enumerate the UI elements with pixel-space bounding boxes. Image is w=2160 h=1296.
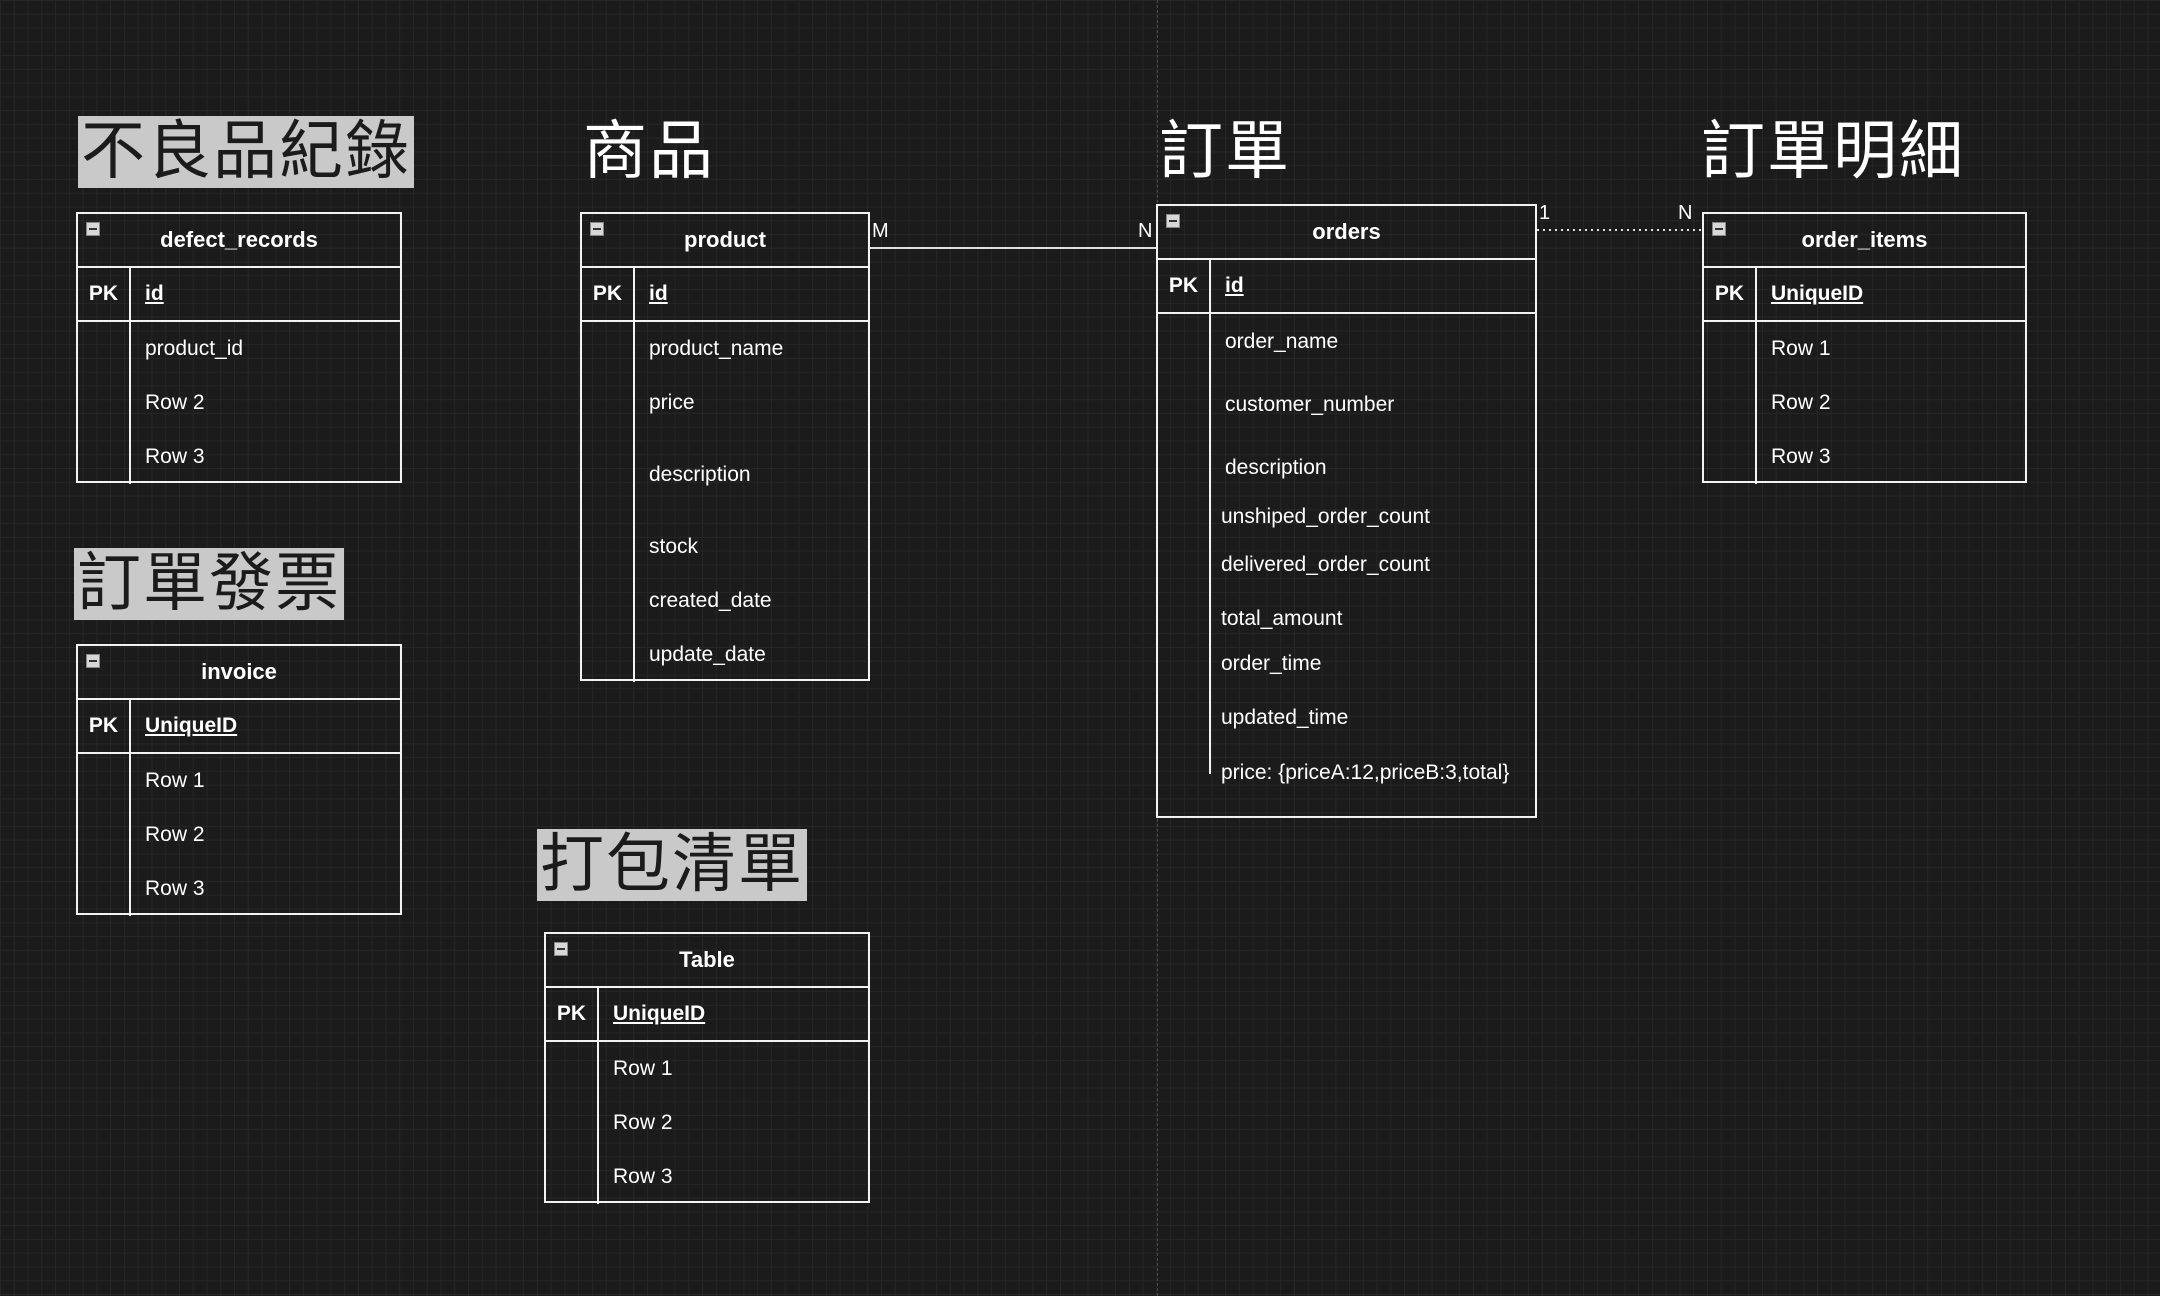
- field-row[interactable]: update_date: [649, 643, 766, 666]
- field-row[interactable]: order_name: [1225, 330, 1339, 353]
- table-packing-list[interactable]: Table PK UniqueID Row 1 Row 2 Row 3: [544, 932, 870, 1204]
- primary-key-row[interactable]: PK UniqueID: [1704, 268, 2025, 322]
- field-list: Row 1 Row 2 Row 3: [546, 1042, 868, 1204]
- field-list: product_id Row 2 Row 3: [78, 322, 400, 484]
- field-row[interactable]: delivered_order_count: [1221, 553, 1430, 576]
- field-row[interactable]: customer_number: [1225, 393, 1395, 416]
- table-name: defect_records: [160, 227, 318, 252]
- table-invoice[interactable]: invoice PK UniqueID Row 1 Row 2 Row 3: [76, 644, 402, 916]
- field-row[interactable]: Row 1: [1771, 337, 1831, 360]
- key-label: PK: [582, 268, 635, 320]
- table-product[interactable]: product PK id product_name price descrip…: [580, 212, 870, 682]
- key-label: PK: [78, 268, 131, 320]
- field-row[interactable]: product_name: [649, 337, 784, 360]
- table-orders[interactable]: orders PK id order_name customer_number …: [1156, 204, 1537, 818]
- cardinality-n-items: N: [1678, 202, 1693, 224]
- collapse-icon[interactable]: [554, 942, 568, 956]
- table-header[interactable]: invoice: [78, 646, 400, 700]
- field-row[interactable]: stock: [649, 535, 699, 558]
- table-header[interactable]: product: [582, 214, 868, 268]
- table-defect-records[interactable]: defect_records PK id product_id Row 2 Ro…: [76, 212, 402, 484]
- collapse-icon[interactable]: [1712, 222, 1726, 236]
- table-name: order_items: [1801, 227, 1928, 252]
- field-row[interactable]: created_date: [649, 589, 772, 612]
- field-row[interactable]: Row 2: [145, 823, 205, 846]
- field-row[interactable]: Row 2: [613, 1111, 673, 1134]
- field-list: Row 1 Row 2 Row 3: [1704, 322, 2025, 484]
- field-row[interactable]: Row 2: [145, 391, 205, 414]
- field-row[interactable]: price: {priceA:12,priceB:3,total}: [1221, 761, 1510, 784]
- title-order-items: 訂單明細: [1701, 115, 1965, 189]
- table-name: invoice: [201, 659, 277, 684]
- primary-key-field: UniqueID: [613, 1002, 706, 1025]
- collapse-icon[interactable]: [590, 222, 604, 236]
- key-column-divider: [1208, 314, 1211, 774]
- primary-key-row[interactable]: PK UniqueID: [78, 700, 400, 754]
- primary-key-row[interactable]: PK id: [1158, 260, 1535, 314]
- field-list: Row 1 Row 2 Row 3: [78, 754, 400, 916]
- key-column-divider: [128, 322, 131, 484]
- title-orders: 訂單: [1159, 115, 1291, 189]
- field-row[interactable]: unshiped_order_count: [1221, 505, 1430, 528]
- table-order-items[interactable]: order_items PK UniqueID Row 1 Row 2 Row …: [1702, 212, 2027, 484]
- primary-key-row[interactable]: PK id: [78, 268, 400, 322]
- field-row[interactable]: Row 3: [145, 877, 205, 900]
- field-row[interactable]: price: [649, 391, 695, 414]
- primary-key-field: id: [1225, 274, 1244, 297]
- primary-key-field: UniqueID: [145, 714, 238, 737]
- key-column-divider: [128, 754, 131, 916]
- title-packing-list: 打包清單: [537, 829, 807, 901]
- field-list: order_name customer_number description u…: [1158, 314, 1535, 792]
- field-row[interactable]: Row 2: [1771, 391, 1831, 414]
- key-column-divider: [632, 322, 635, 682]
- field-row[interactable]: order_time: [1221, 652, 1322, 675]
- field-row[interactable]: description: [1225, 456, 1327, 479]
- primary-key-row[interactable]: PK id: [582, 268, 868, 322]
- key-label: PK: [1158, 260, 1211, 312]
- primary-key-field: UniqueID: [1771, 282, 1864, 305]
- field-row[interactable]: updated_time: [1221, 706, 1349, 729]
- cardinality-n: N: [1138, 220, 1153, 242]
- table-header[interactable]: orders: [1158, 206, 1535, 260]
- field-row[interactable]: total_amount: [1221, 607, 1343, 630]
- table-name: product: [684, 227, 766, 252]
- primary-key-field: id: [649, 282, 668, 305]
- field-row[interactable]: description: [649, 463, 751, 486]
- key-column-divider: [596, 1042, 599, 1204]
- field-row[interactable]: Row 3: [1771, 445, 1831, 468]
- table-header[interactable]: Table: [546, 934, 868, 988]
- field-row[interactable]: product_id: [145, 337, 244, 360]
- table-header[interactable]: order_items: [1704, 214, 2025, 268]
- key-label: PK: [1704, 268, 1757, 320]
- cardinality-one: 1: [1539, 202, 1551, 224]
- key-label: PK: [546, 988, 599, 1040]
- title-product: 商品: [583, 115, 715, 189]
- key-column-divider: [1754, 322, 1757, 484]
- collapse-icon[interactable]: [86, 222, 100, 236]
- field-row[interactable]: Row 1: [145, 769, 205, 792]
- table-name: orders: [1312, 219, 1381, 244]
- field-row[interactable]: Row 3: [145, 445, 205, 468]
- primary-key-row[interactable]: PK UniqueID: [546, 988, 868, 1042]
- title-defect-records: 不良品紀錄: [78, 116, 414, 188]
- field-list: product_name price description stock cre…: [582, 322, 868, 682]
- key-label: PK: [78, 700, 131, 752]
- field-row[interactable]: Row 3: [613, 1165, 673, 1188]
- field-row[interactable]: Row 1: [613, 1057, 673, 1080]
- primary-key-field: id: [145, 282, 164, 305]
- collapse-icon[interactable]: [86, 654, 100, 668]
- cardinality-m: M: [872, 220, 889, 242]
- table-name: Table: [679, 947, 735, 972]
- title-invoice: 訂單發票: [74, 548, 344, 620]
- collapse-icon[interactable]: [1166, 214, 1180, 228]
- table-header[interactable]: defect_records: [78, 214, 400, 268]
